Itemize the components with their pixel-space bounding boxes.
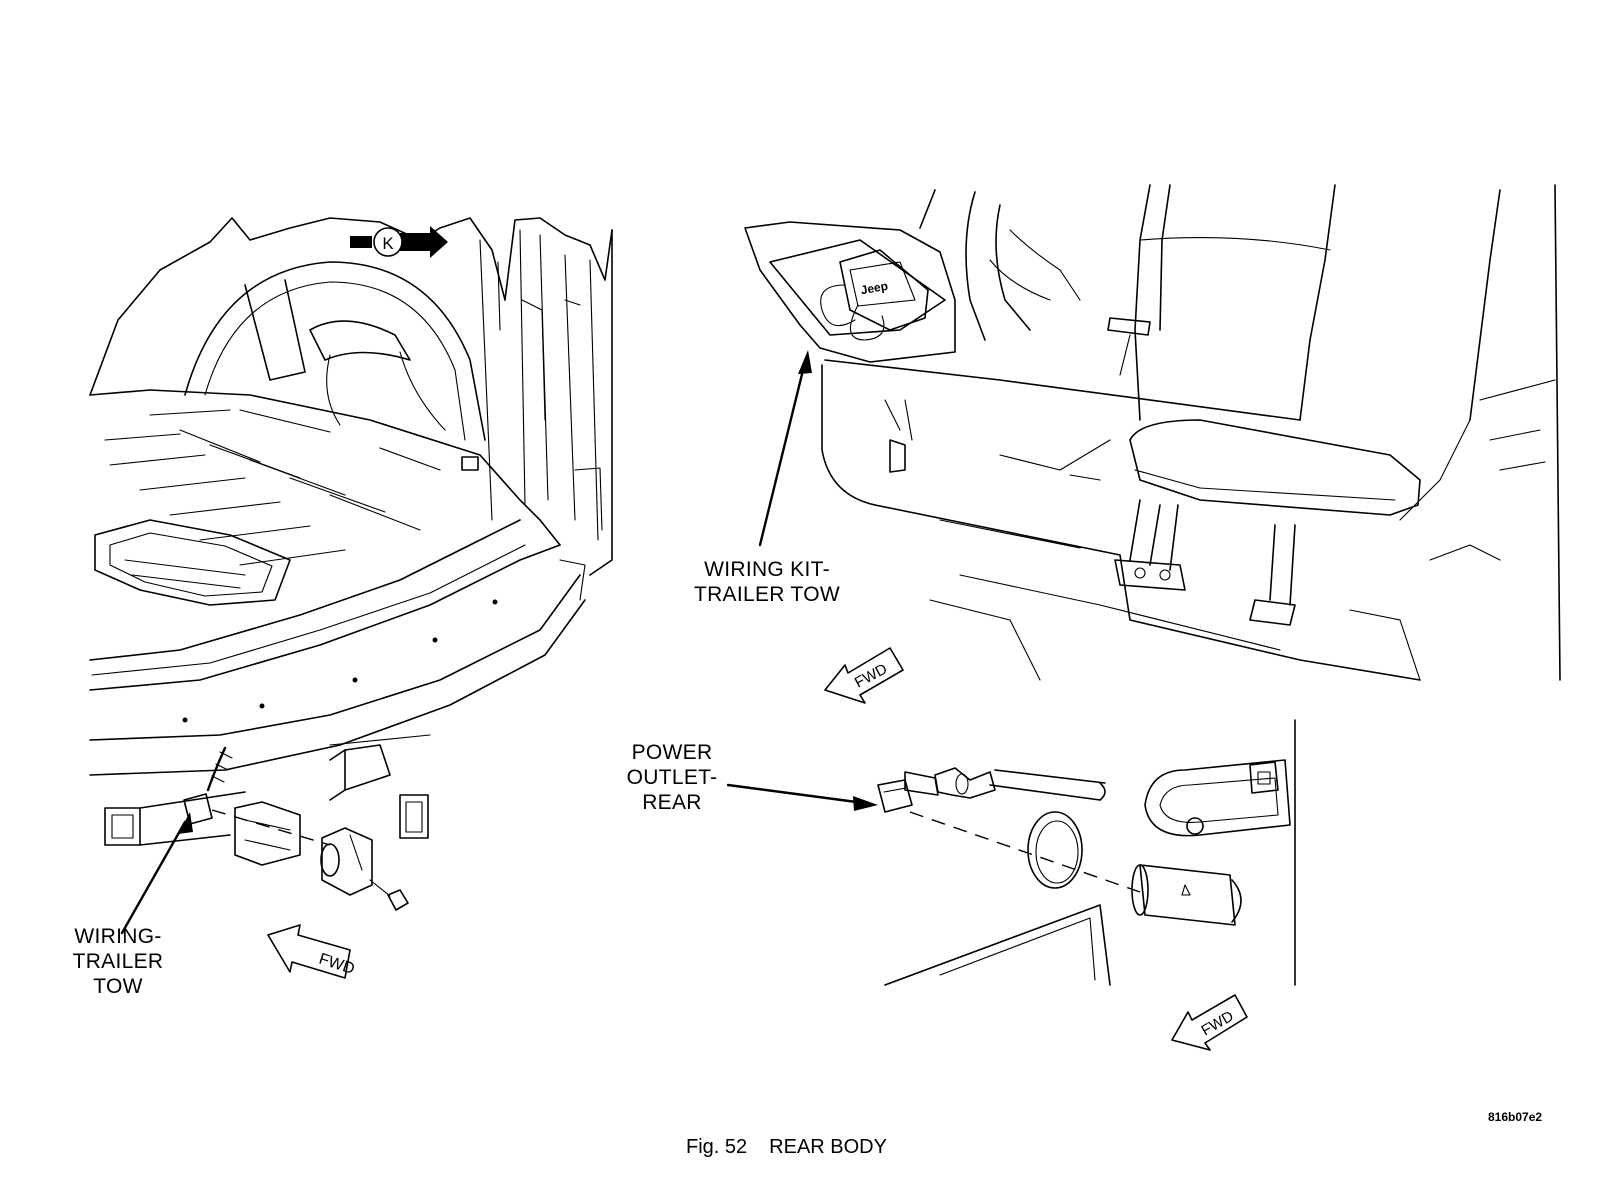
rear-seat-cushion xyxy=(1129,419,1421,516)
figure-title: REAR BODY xyxy=(769,1136,887,1158)
view-power-outlet: FWD xyxy=(726,719,1296,1051)
fwd-arrow-lower: FWD xyxy=(1171,994,1248,1051)
fwd-arrow-left: FWD xyxy=(267,924,357,979)
view-key-letter: K xyxy=(382,234,394,253)
power-outlet-connector xyxy=(877,779,913,813)
figure-caption: Fig. 52 REAR BODY xyxy=(686,1136,887,1159)
fwd-label-left: FWD xyxy=(317,951,357,978)
figure-number: Fig. 52 xyxy=(686,1136,748,1158)
view-rear-seat: Jeep FWD xyxy=(744,184,1561,704)
callout-wiring-kit-trailer-tow: WIRING KIT- TRAILER TOW xyxy=(693,558,841,606)
trailer-tow-harness xyxy=(206,746,227,792)
view-cargo-floor: K FWD xyxy=(89,217,613,979)
callout-wiring-trailer-tow: WIRING- TRAILER TOW xyxy=(72,925,164,998)
jeep-badge: Jeep xyxy=(860,279,889,298)
figure-code: 816b07e2 xyxy=(1488,1110,1543,1124)
callout-power-outlet-rear: POWER OUTLET- REAR xyxy=(626,741,718,814)
fwd-arrow-upper: FWD xyxy=(824,647,904,704)
seven-way-socket xyxy=(321,827,373,896)
power-outlet-body xyxy=(1139,864,1236,926)
wiring-kit-pouch xyxy=(839,249,929,331)
storage-bin xyxy=(744,221,956,363)
socket-bracket xyxy=(234,801,301,866)
fwd-label-upper: FWD xyxy=(852,660,890,691)
